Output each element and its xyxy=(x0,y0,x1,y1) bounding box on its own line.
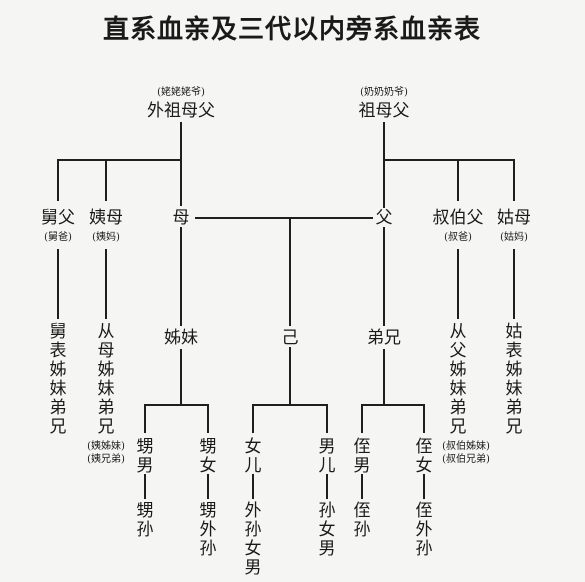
paternal-uncle-cousins-label: 从父姊妹弟兄 xyxy=(450,322,467,437)
sisters-grandson-label: 甥孙 xyxy=(137,501,154,540)
brothers-son-label: 侄男 xyxy=(354,437,371,476)
paternal-uncle-label: 叔伯父 xyxy=(433,208,484,228)
sisters-son-label: 甥男 xyxy=(137,437,154,476)
brothers-daughter-label: 侄女 xyxy=(416,437,433,476)
sisters-daughter-label: 甥女 xyxy=(200,437,217,476)
maternal-grandparents-note: (姥姥姥爷) xyxy=(157,85,205,98)
maternal-uncle-cousins-label: 舅表姊妹弟兄 xyxy=(50,322,67,437)
paternal-aunt-note: (姑妈) xyxy=(500,230,528,243)
paternal-grandparents-note: (奶奶奶爷) xyxy=(360,85,408,98)
connector-lines xyxy=(57,122,515,499)
paternal-aunt-label: 姑母 xyxy=(497,208,531,228)
brothers-grandson-label: 侄孙 xyxy=(354,501,371,540)
mother-label: 母 xyxy=(173,208,190,228)
maternal-aunt-cousins-note-1: (姨姊妹) xyxy=(87,439,125,452)
brothers-granddaughter-label: 侄外孙 xyxy=(416,501,433,559)
sisters-granddaughter-label: 甥外孙 xyxy=(200,501,217,559)
father-label: 父 xyxy=(376,208,393,228)
paternal-uncle-note: (叔爸) xyxy=(444,230,472,243)
maternal-uncle-label: 舅父 xyxy=(41,208,75,228)
maternal-aunt-label: 姨母 xyxy=(89,208,123,228)
paternal-uncle-cousins-note-1: (叔伯姊妹) xyxy=(442,439,490,452)
daughter-label: 女儿 xyxy=(245,437,262,476)
maternal-aunt-cousins-label: 从母姊妹弟兄 xyxy=(98,322,115,437)
diagram-title: 直系血亲及三代以内旁系血亲表 xyxy=(103,14,481,45)
maternal-aunt-cousins-note-2: (姨兄弟) xyxy=(87,452,125,465)
paternal-grandparents-label: 祖母父 xyxy=(359,101,410,121)
maternal-uncle-note: (舅爸) xyxy=(44,230,72,243)
self-label: 己 xyxy=(282,328,299,348)
daughters-children-label: 外孙女男 xyxy=(245,501,262,578)
sons-children-label: 孙女男 xyxy=(319,501,336,559)
paternal-aunt-cousins-label: 姑表姊妹弟兄 xyxy=(506,322,523,437)
brothers-label: 弟兄 xyxy=(367,328,401,348)
son-label: 男儿 xyxy=(319,437,336,476)
sisters-label: 姊妹 xyxy=(164,328,198,348)
maternal-grandparents-label: 外祖母父 xyxy=(147,101,215,121)
paternal-uncle-cousins-note-2: (叔伯兄弟) xyxy=(442,452,490,465)
maternal-aunt-note: (姨妈) xyxy=(92,230,120,243)
